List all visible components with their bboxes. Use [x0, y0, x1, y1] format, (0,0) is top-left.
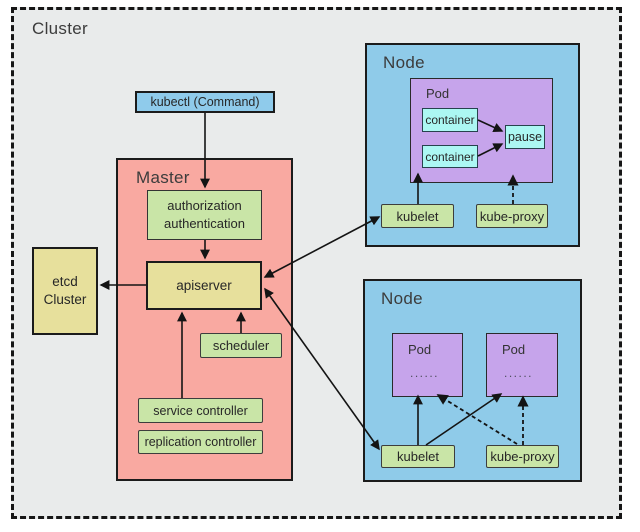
container-box-2: container — [422, 145, 478, 168]
scheduler-box: scheduler — [200, 333, 282, 358]
service-controller-label: service controller — [153, 403, 248, 418]
master-box: Master — [116, 158, 293, 481]
authorization-label: authorization — [167, 198, 242, 214]
kube-proxy-bottom-label: kube-proxy — [490, 449, 555, 464]
container-1-label: container — [425, 113, 475, 127]
pod-top-label: Pod — [426, 86, 450, 101]
kube-proxy-top-label: kube-proxy — [479, 208, 545, 224]
kubectl-label: kubectl (Command) — [150, 95, 260, 109]
etcd-label-line1: etcd — [52, 273, 78, 289]
kubelet-bottom-box: kubelet — [381, 445, 455, 468]
kubelet-top-label: kubelet — [396, 208, 439, 224]
pod-bottom-1-dots: ...... — [410, 366, 440, 380]
pod-bottom-2-box: Pod ...... — [486, 333, 558, 397]
kubelet-top-box: kubelet — [381, 204, 454, 228]
container-box-1: container — [422, 108, 478, 132]
etcd-label-line2: Cluster — [43, 292, 87, 307]
replication-controller-box: replication controller — [138, 430, 263, 454]
apiserver-label: apiserver — [176, 278, 232, 293]
pod-bottom-2-dots: ...... — [504, 366, 534, 380]
apiserver-box: apiserver — [146, 261, 262, 310]
kubelet-bottom-label: kubelet — [397, 449, 439, 464]
kube-proxy-bottom-box: kube-proxy — [486, 445, 559, 468]
authentication-label: authentication — [164, 216, 245, 231]
service-controller-box: service controller — [138, 398, 263, 423]
scheduler-label: scheduler — [212, 338, 270, 353]
pod-bottom-2-label: Pod — [502, 342, 526, 357]
kube-proxy-top-box: kube-proxy — [476, 204, 548, 228]
replication-controller-label: replication controller — [144, 435, 257, 449]
pod-bottom-1-label: Pod — [408, 342, 432, 357]
node-top-label: Node — [383, 53, 425, 72]
pod-bottom-1-box: Pod ...... — [392, 333, 463, 397]
container-2-label: container — [425, 149, 475, 164]
kubectl-box: kubectl (Command) — [135, 91, 275, 113]
pause-box: pause — [505, 125, 545, 149]
node-bottom-label: Node — [381, 289, 423, 308]
etcd-cluster-box: etcd Cluster — [32, 247, 98, 335]
authorization-authentication-box: authorization authentication — [147, 190, 262, 240]
cluster-label: Cluster — [32, 19, 88, 38]
master-label: Master — [136, 168, 190, 187]
pause-label: pause — [507, 130, 543, 144]
